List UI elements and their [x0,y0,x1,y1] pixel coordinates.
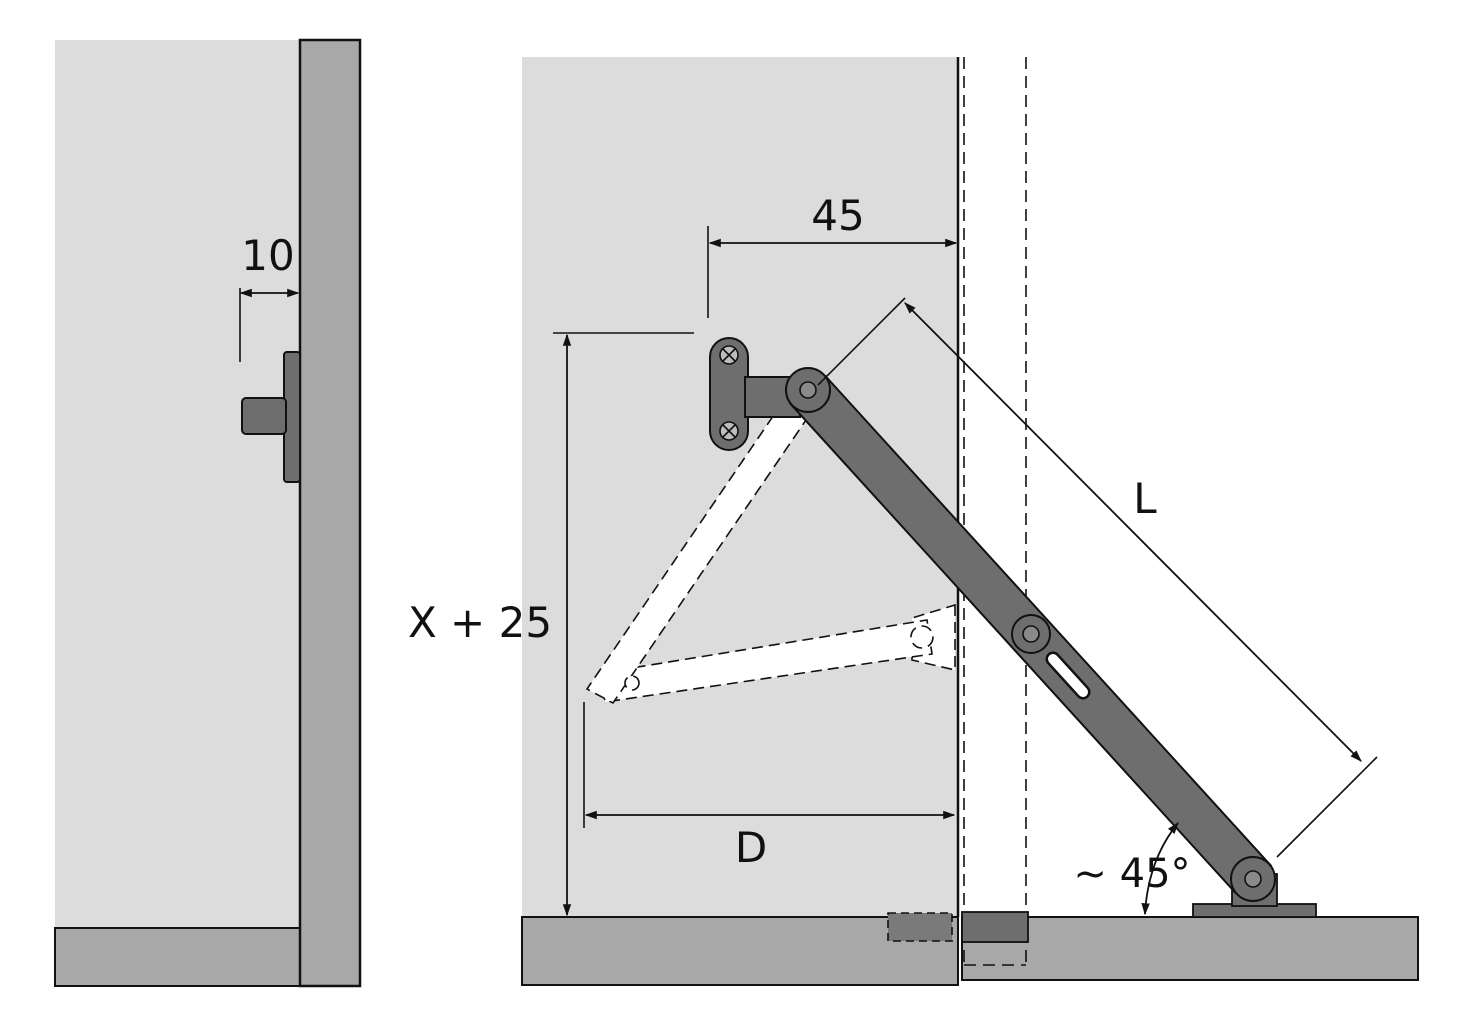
depth-label: D [735,823,767,872]
hinge-block [961,911,1029,943]
pivot-icon [1022,625,1040,643]
side-cabinet-interior [55,40,300,930]
screw-icon [719,421,739,441]
dim-arm-length: L [817,297,1378,858]
side-lid-panel [298,38,362,988]
arm-length-label: L [1133,474,1157,523]
dim-L-extension-bottom [1276,756,1378,858]
side-offset-label: 10 [241,231,294,280]
dim-angle: ~ 45° [1073,822,1191,916]
angle-arc [1141,822,1179,916]
height-label: X + 25 [408,598,552,647]
top-bracket [709,337,801,451]
lid-panel-open [961,916,1419,981]
folded-stay-pivot-bottom [624,675,640,691]
pivot-icon [799,381,817,399]
dim-depth: D [583,702,956,872]
side-view: 10 [54,38,362,988]
dim-L-arrow [904,302,1362,762]
side-mount-stud [241,397,287,435]
dim-L-extension-top [817,297,906,386]
dim-height: X + 25 [408,332,694,917]
hinge-block-dashed [887,912,953,942]
dim-bracket-offset: 45 [707,191,958,318]
angle-label: ~ 45° [1073,851,1190,897]
pivot-icon [1244,870,1262,888]
bracket-offset-label: 45 [811,191,864,240]
cabinet-bottom-panel [521,916,959,986]
main-view: 45 X + 25 D L ~ 45° [408,57,1419,986]
side-cabinet-bottom [54,927,301,987]
folded-stay-pivot-top [910,625,934,649]
screw-icon [719,345,739,365]
